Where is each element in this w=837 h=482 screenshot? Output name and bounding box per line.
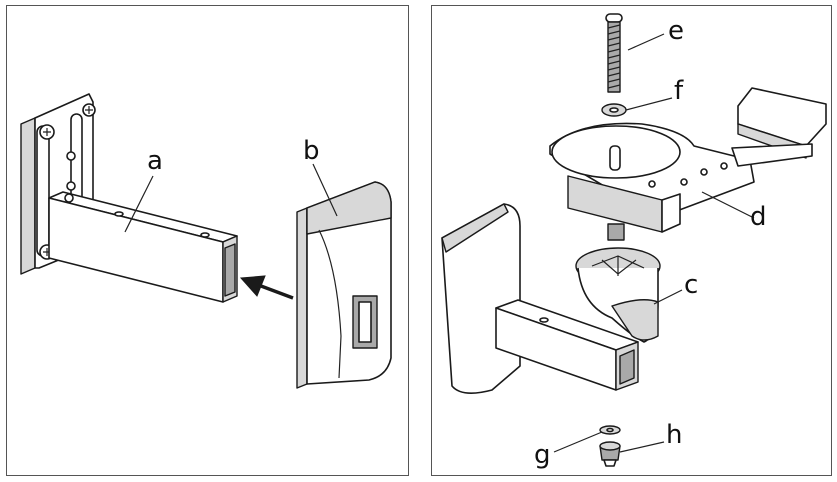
arrow-left-icon bbox=[239, 275, 294, 300]
left-panel: a b bbox=[6, 5, 409, 476]
washer-part-g bbox=[599, 425, 621, 435]
label-a: a bbox=[147, 146, 163, 176]
end-cover bbox=[296, 181, 392, 389]
label-f: f bbox=[674, 76, 684, 106]
left-illustration bbox=[20, 93, 392, 389]
nut-part-h bbox=[599, 441, 621, 467]
right-panel: e f c d g h bbox=[431, 5, 832, 476]
label-h: h bbox=[666, 420, 683, 450]
arm-assembly bbox=[441, 203, 639, 394]
washer-part-f bbox=[601, 103, 627, 117]
tilt-plate-part-d bbox=[549, 87, 827, 241]
left-callout-lines bbox=[124, 163, 338, 233]
arm-tube bbox=[48, 191, 238, 303]
label-d: d bbox=[750, 202, 767, 232]
label-b: b bbox=[303, 136, 320, 166]
swivel-part-c bbox=[575, 247, 661, 343]
right-illustration bbox=[441, 13, 827, 467]
label-c: c bbox=[684, 270, 699, 300]
screw-part-e bbox=[605, 13, 623, 93]
label-e: e bbox=[668, 16, 684, 46]
label-g: g bbox=[534, 440, 551, 470]
